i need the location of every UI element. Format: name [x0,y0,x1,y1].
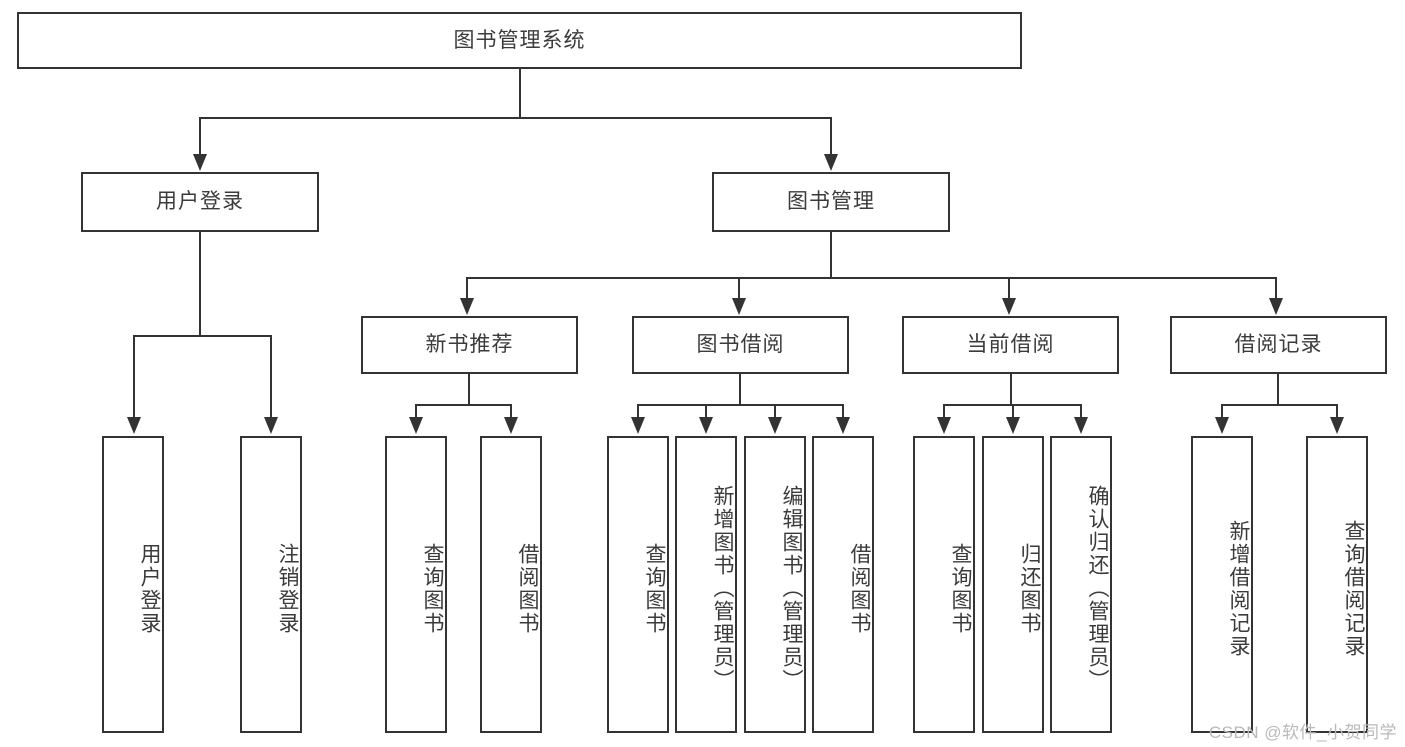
connector-borrow-record-bar [1221,404,1337,406]
arrow-book-manage-to-borrow-record [1269,298,1283,315]
connector-new-book-rec-bar [415,404,511,406]
connector-user-login-stem [199,232,201,335]
node-current-borrow[interactable]: 当前借阅 [902,316,1119,374]
arrow-book-borrow-to-leaf-1 [631,417,645,434]
arrow-current-borrow-to-leaf-1 [937,417,951,434]
connector-user-login-to-leaf-1 [133,335,135,418]
connector-borrow-record-to-leaf-1 [1221,404,1223,418]
arrow-book-manage-to-book-borrow [732,298,746,315]
connector-user-login-bar [133,335,271,337]
connector-book-manage-to-current-borrow [1008,277,1010,299]
connector-book-borrow-stem [739,374,741,405]
connector-book-borrow-to-leaf-4 [842,404,844,418]
leaf-br-query-label: 查询借阅记录 [1342,519,1365,658]
node-book-borrow-label: 图书借阅 [696,333,785,357]
connector-current-borrow-stem [1010,374,1012,405]
leaf-bb-query[interactable]: 查询图书 [607,436,669,733]
connector-root-bar [199,117,832,119]
leaf-cb-confirm[interactable]: 确认归还（管理员） [1050,436,1112,733]
connector-current-borrow-bar [943,404,1080,406]
connector-book-borrow-bar [637,404,843,406]
leaf-cb-return[interactable]: 归还图书 [982,436,1044,733]
node-book-manage-label: 图书管理 [787,190,875,214]
arrow-borrow-record-to-leaf-1 [1215,417,1229,434]
node-borrow-record[interactable]: 借阅记录 [1170,316,1387,374]
connector-book-manage-to-new-book-rec [466,277,468,299]
node-new-book-rec-label: 新书推荐 [425,333,514,357]
connector-borrow-record-stem [1277,374,1279,405]
connector-new-book-rec-to-leaf-1 [415,404,417,418]
leaf-user-login-label: 用户登录 [138,542,161,635]
node-new-book-rec[interactable]: 新书推荐 [361,316,578,374]
connector-book-borrow-to-leaf-1 [637,404,639,418]
node-book-borrow[interactable]: 图书借阅 [632,316,849,374]
connector-book-manage-to-book-borrow [738,277,740,299]
arrow-book-borrow-to-leaf-2 [699,417,713,434]
node-book-manage[interactable]: 图书管理 [712,172,950,232]
arrow-book-borrow-to-leaf-4 [836,417,850,434]
connector-root-to-book-manage [830,117,832,155]
leaf-user-login[interactable]: 用户登录 [102,436,164,733]
arrow-current-borrow-to-leaf-2 [1006,417,1020,434]
arrow-root-to-user-login [193,154,207,171]
arrow-user-login-to-leaf-1 [127,417,141,434]
connector-book-borrow-to-leaf-3 [774,404,776,418]
connector-root-stem [519,69,521,117]
leaf-nbr-borrow-label: 借阅图书 [516,542,539,635]
connector-new-book-rec-stem [468,374,470,405]
node-root[interactable]: 图书管理系统 [17,12,1022,69]
node-user-login-label: 用户登录 [156,190,244,214]
node-current-borrow-label: 当前借阅 [966,333,1055,357]
arrow-book-manage-to-current-borrow [1002,298,1016,315]
leaf-cb-query[interactable]: 查询图书 [913,436,975,733]
leaf-bb-add-label: 新增图书（管理员） [711,485,734,692]
node-user-login[interactable]: 用户登录 [81,172,319,232]
leaf-nbr-query[interactable]: 查询图书 [385,436,447,733]
leaf-user-logout-label: 注销登录 [276,542,299,635]
arrow-book-manage-to-new-book-rec [460,298,474,315]
arrow-current-borrow-to-leaf-3 [1074,417,1088,434]
arrow-root-to-book-manage [824,154,838,171]
leaf-cb-return-label: 归还图书 [1018,542,1041,635]
leaf-bb-edit-label: 编辑图书（管理员） [780,485,803,692]
arrow-book-borrow-to-leaf-3 [768,417,782,434]
leaf-nbr-query-label: 查询图书 [421,542,444,635]
connector-book-borrow-to-leaf-2 [705,404,707,418]
connector-book-manage-bar [466,277,1276,279]
leaf-bb-add[interactable]: 新增图书（管理员） [675,436,737,733]
leaf-user-logout[interactable]: 注销登录 [240,436,302,733]
node-borrow-record-label: 借阅记录 [1234,333,1323,357]
leaf-br-add[interactable]: 新增借阅记录 [1191,436,1253,733]
arrow-new-book-rec-to-leaf-1 [409,417,423,434]
leaf-cb-confirm-label: 确认归还（管理员） [1086,485,1109,692]
connector-book-manage-stem [830,232,832,278]
leaf-cb-query-label: 查询图书 [949,542,972,635]
leaf-br-add-label: 新增借阅记录 [1227,519,1250,658]
connector-book-manage-to-borrow-record [1275,277,1277,299]
leaf-bb-borrow-label: 借阅图书 [848,542,871,635]
connector-new-book-rec-to-leaf-2 [510,404,512,418]
connector-user-login-to-leaf-2 [270,335,272,418]
connector-borrow-record-to-leaf-2 [1336,404,1338,418]
leaf-bb-edit[interactable]: 编辑图书（管理员） [744,436,806,733]
connector-root-to-user-login [199,117,201,155]
connector-current-borrow-to-leaf-3 [1080,404,1082,418]
leaf-br-query[interactable]: 查询借阅记录 [1306,436,1368,733]
connector-current-borrow-to-leaf-1 [943,404,945,418]
leaf-bb-borrow[interactable]: 借阅图书 [812,436,874,733]
arrow-borrow-record-to-leaf-2 [1330,417,1344,434]
arrow-new-book-rec-to-leaf-2 [504,417,518,434]
leaf-nbr-borrow[interactable]: 借阅图书 [480,436,542,733]
arrow-user-login-to-leaf-2 [264,417,278,434]
node-root-label: 图书管理系统 [453,28,586,52]
connector-current-borrow-to-leaf-2 [1012,404,1014,418]
leaf-bb-query-label: 查询图书 [643,542,666,635]
